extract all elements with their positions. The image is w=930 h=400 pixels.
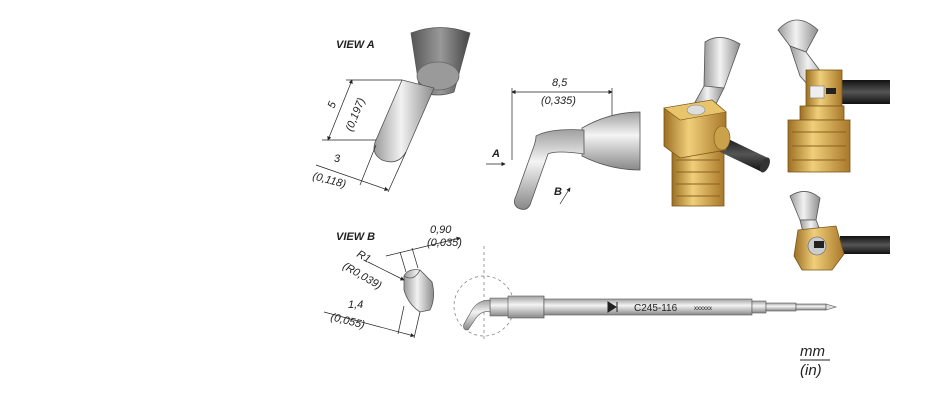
a-height-mm: 5	[326, 99, 340, 110]
units-legend: mm (in)	[800, 343, 830, 379]
side-length-mm: 8,5	[552, 77, 568, 89]
view-b-tip-profile	[403, 269, 434, 313]
unit-primary: mm	[800, 343, 825, 360]
b-top-in: (0,035)	[427, 237, 462, 249]
view-a-tip	[373, 79, 435, 163]
cartridge-part-number: C245-116	[634, 303, 678, 314]
a-width-mm: 3	[334, 153, 341, 165]
cartridge-drawing: C245-116 xxxxxx	[453, 246, 838, 340]
b-width-in: (0,055)	[329, 311, 366, 331]
view-b-radius-dimension: R1 (R0,039)	[341, 248, 405, 292]
render-top-view	[789, 191, 890, 271]
render-assembled-tip	[663, 37, 770, 207]
view-a-cone	[410, 27, 471, 96]
view-a-marker: A	[486, 148, 506, 167]
b-width-mm: 1,4	[348, 299, 363, 311]
view-b: VIEW B 0,90 (0,035) R1 (R0,039) 1,4 (0,0…	[323, 224, 462, 339]
view-a: VIEW A 5 (0,197) 3 (0,118)	[311, 27, 471, 193]
side-length-in: (0,335)	[541, 95, 576, 107]
side-length-dimension: 8,5 (0,335)	[511, 77, 613, 160]
b-radius-in: (R0,039)	[341, 260, 384, 292]
view-b-label: VIEW B	[336, 231, 375, 243]
view-b-top-dimension: 0,90 (0,035)	[385, 224, 462, 273]
marker-a: A	[491, 148, 500, 160]
b-top-mm: 0,90	[430, 224, 452, 236]
diode-icon	[607, 301, 618, 313]
view-b-marker: B	[554, 186, 571, 205]
a-height-in: (0,197)	[344, 96, 368, 133]
view-b-width-dimension: 1,4 (0,055)	[323, 299, 421, 339]
unit-secondary: (in)	[800, 362, 822, 379]
marker-b: B	[554, 186, 562, 198]
side-tip-body	[514, 111, 641, 210]
render-cutaway-side	[777, 19, 890, 173]
view-a-label: VIEW A	[336, 39, 375, 51]
cartridge-code: xxxxxx	[694, 306, 712, 312]
a-width-in: (0,118)	[311, 170, 347, 190]
side-view: 8,5 (0,335) A B	[486, 77, 641, 210]
